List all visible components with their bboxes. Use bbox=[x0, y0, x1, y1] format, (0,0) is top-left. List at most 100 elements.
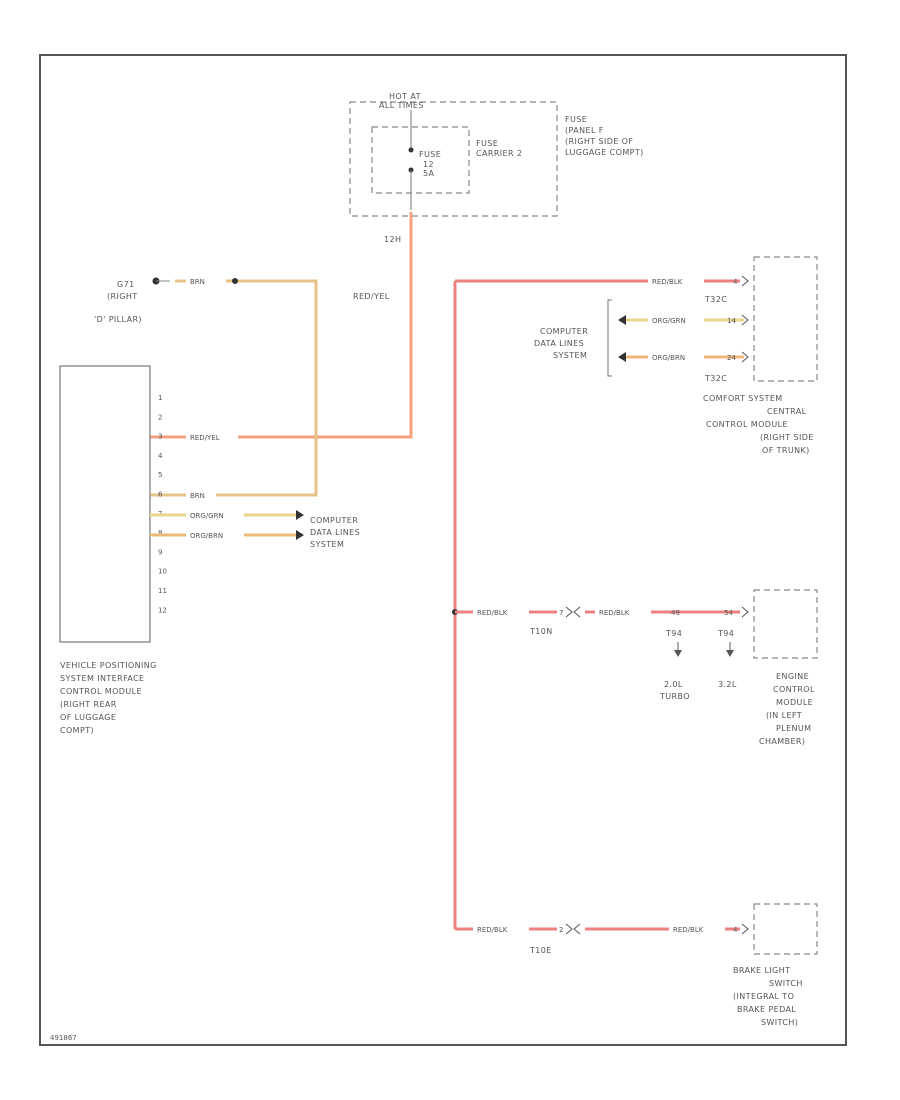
connector-chevron-comfort-24 bbox=[741, 351, 749, 363]
brake-pin: 4 bbox=[733, 926, 738, 934]
engine-label-line5: PLENUM bbox=[776, 724, 811, 733]
splice-chevron-mid bbox=[565, 606, 573, 618]
wire-label-bg-red-blk-bottom2 bbox=[669, 924, 725, 934]
fuse-carrier-outline bbox=[371, 126, 470, 194]
engine-pin-54: 54 bbox=[724, 609, 733, 617]
arrow-comfort-data-2 bbox=[618, 352, 626, 362]
engine-label-line3: MODULE bbox=[776, 698, 813, 707]
module-pin-11: 11 bbox=[158, 587, 167, 595]
vehicle-positioning-module-box bbox=[59, 365, 151, 643]
module-pin-2: 2 bbox=[158, 413, 162, 421]
arrow-data-line-2 bbox=[296, 530, 304, 540]
comfort-data-line2: DATA LINES bbox=[534, 339, 584, 348]
module-label-line1: VEHICLE POSITIONING bbox=[60, 661, 157, 670]
carrier-label-line1: FUSE bbox=[476, 139, 498, 148]
variant-a-arrow bbox=[674, 650, 682, 657]
fuse-pin-label: 12H bbox=[384, 235, 401, 244]
module-pin-12: 12 bbox=[158, 606, 167, 614]
variant-b-arrow bbox=[726, 650, 734, 657]
module-pin-3: 3 bbox=[158, 433, 162, 441]
comfort-data-line1: COMPUTER bbox=[540, 327, 588, 336]
comfort-data-bracket bbox=[607, 299, 612, 377]
module-pin-10: 10 bbox=[158, 568, 167, 576]
ground-splice-dot bbox=[232, 278, 238, 284]
data-lines-left-line1: COMPUTER bbox=[310, 516, 358, 525]
engine-module-outline bbox=[753, 589, 818, 659]
comfort-label-line5: OF TRUNK) bbox=[762, 446, 810, 455]
engine-label-line4: (IN LEFT bbox=[766, 711, 802, 720]
diagram-id: 491867 bbox=[50, 1034, 77, 1042]
module-label-line3: CONTROL MODULE bbox=[60, 687, 142, 696]
comfort-connector-bottom: T32C bbox=[704, 374, 727, 383]
wire-label-bg-comfort-brn bbox=[648, 352, 704, 362]
variant-a-line1: 2.0L bbox=[664, 680, 683, 689]
brake-label-line5: SWITCH) bbox=[761, 1018, 798, 1027]
comfort-label-line1: COMFORT SYSTEM bbox=[703, 394, 783, 403]
wire-label-bg-red-blk-mid2 bbox=[595, 607, 651, 617]
wire-label-bg-red-blk-mid bbox=[473, 607, 529, 617]
splice-chevron-bottom-2 bbox=[573, 923, 581, 935]
splice-label-mid: T10N bbox=[529, 627, 553, 636]
wire-label-bg-brn-top bbox=[186, 276, 226, 286]
diagram-frame bbox=[39, 54, 847, 1046]
wire-label-red-blk-bottom: RED/BLK bbox=[477, 926, 508, 934]
module-pin-6: 6 bbox=[158, 491, 163, 499]
panel-label-line1: FUSE bbox=[565, 115, 587, 124]
wire-label-brn: BRN bbox=[190, 492, 205, 500]
wire-label-comfort-grn: ORG/GRN bbox=[652, 317, 686, 325]
engine-pin-49: 49 bbox=[671, 609, 680, 617]
module-pin-5: 5 bbox=[158, 471, 162, 479]
wire-label-red-blk-top: RED/BLK bbox=[652, 278, 683, 286]
wire-label-bg-comfort-grn bbox=[648, 315, 704, 325]
splice-pin-mid: 7 bbox=[559, 609, 563, 617]
module-label-line5: OF LUGGAGE bbox=[60, 713, 116, 722]
wire-label-red-yel: RED/YEL bbox=[190, 434, 220, 442]
carrier-label-line2: CARRIER 2 bbox=[476, 149, 522, 158]
brake-label-line4: BRAKE PEDAL bbox=[737, 1005, 796, 1014]
arrow-comfort-data-1 bbox=[618, 315, 626, 325]
connector-chevron-comfort-14 bbox=[741, 314, 749, 326]
wire-label-bg-org-brn bbox=[186, 530, 244, 540]
wire-label-org-brn: ORG/BRN bbox=[190, 532, 223, 540]
data-lines-left-line3: SYSTEM bbox=[310, 540, 344, 549]
brake-label-line2: SWITCH bbox=[769, 979, 803, 988]
variant-a-line2: TURBO bbox=[659, 692, 690, 701]
fuse-label-line1: FUSE bbox=[419, 150, 441, 159]
wire-label-brn-top: BRN bbox=[190, 278, 205, 286]
connector-chevron-engine bbox=[741, 606, 749, 618]
splice-chevron-mid-2 bbox=[573, 606, 581, 618]
fuse-label-line3: 5A bbox=[423, 169, 434, 178]
variant-b-label: 3.2L bbox=[718, 680, 737, 689]
ground-label-line3: 'D' PILLAR) bbox=[94, 315, 142, 324]
fuse-terminal-top bbox=[408, 147, 414, 153]
panel-label-line2: (PANEL F bbox=[565, 126, 604, 135]
fuse-panel-outline bbox=[349, 101, 558, 217]
module-label-line4: (RIGHT REAR bbox=[60, 700, 117, 709]
comfort-connector-top: T32C bbox=[704, 295, 727, 304]
module-pin-list: 123456789101112 bbox=[158, 394, 167, 614]
comfort-module-outline bbox=[753, 256, 818, 382]
hot-label-line2: ALL TIMES bbox=[379, 101, 424, 110]
wire-label-bg-red-blk-top bbox=[648, 276, 704, 286]
wire-label-red-blk-mid: RED/BLK bbox=[477, 609, 508, 617]
comfort-pin-4: 4 bbox=[733, 278, 738, 286]
wire-label-comfort-brn: ORG/BRN bbox=[652, 354, 685, 362]
hot-label-line1: HOT AT bbox=[389, 92, 421, 101]
module-label-line2: SYSTEM INTERFACE bbox=[60, 674, 145, 683]
wire-label-bg-brn bbox=[186, 490, 216, 500]
wire-label-red-yel-vertical: RED/YEL bbox=[353, 292, 390, 301]
wire-red-yel bbox=[150, 212, 413, 439]
wire-label-bg-org-grn bbox=[186, 510, 244, 520]
engine-conn-b: T94 bbox=[717, 629, 734, 638]
module-pin-1: 1 bbox=[158, 394, 162, 402]
comfort-label-line4: (RIGHT SIDE bbox=[760, 433, 814, 442]
module-label-line6: COMPT) bbox=[60, 726, 94, 735]
comfort-pin-24: 24 bbox=[727, 354, 736, 362]
brake-switch-outline bbox=[753, 903, 818, 955]
module-pin-9: 9 bbox=[158, 548, 162, 556]
splice-chevron-bottom bbox=[565, 923, 573, 935]
connector-chevron-brake bbox=[741, 923, 749, 935]
comfort-label-line2: CENTRAL bbox=[767, 407, 807, 416]
engine-label-line1: ENGINE bbox=[776, 672, 809, 681]
